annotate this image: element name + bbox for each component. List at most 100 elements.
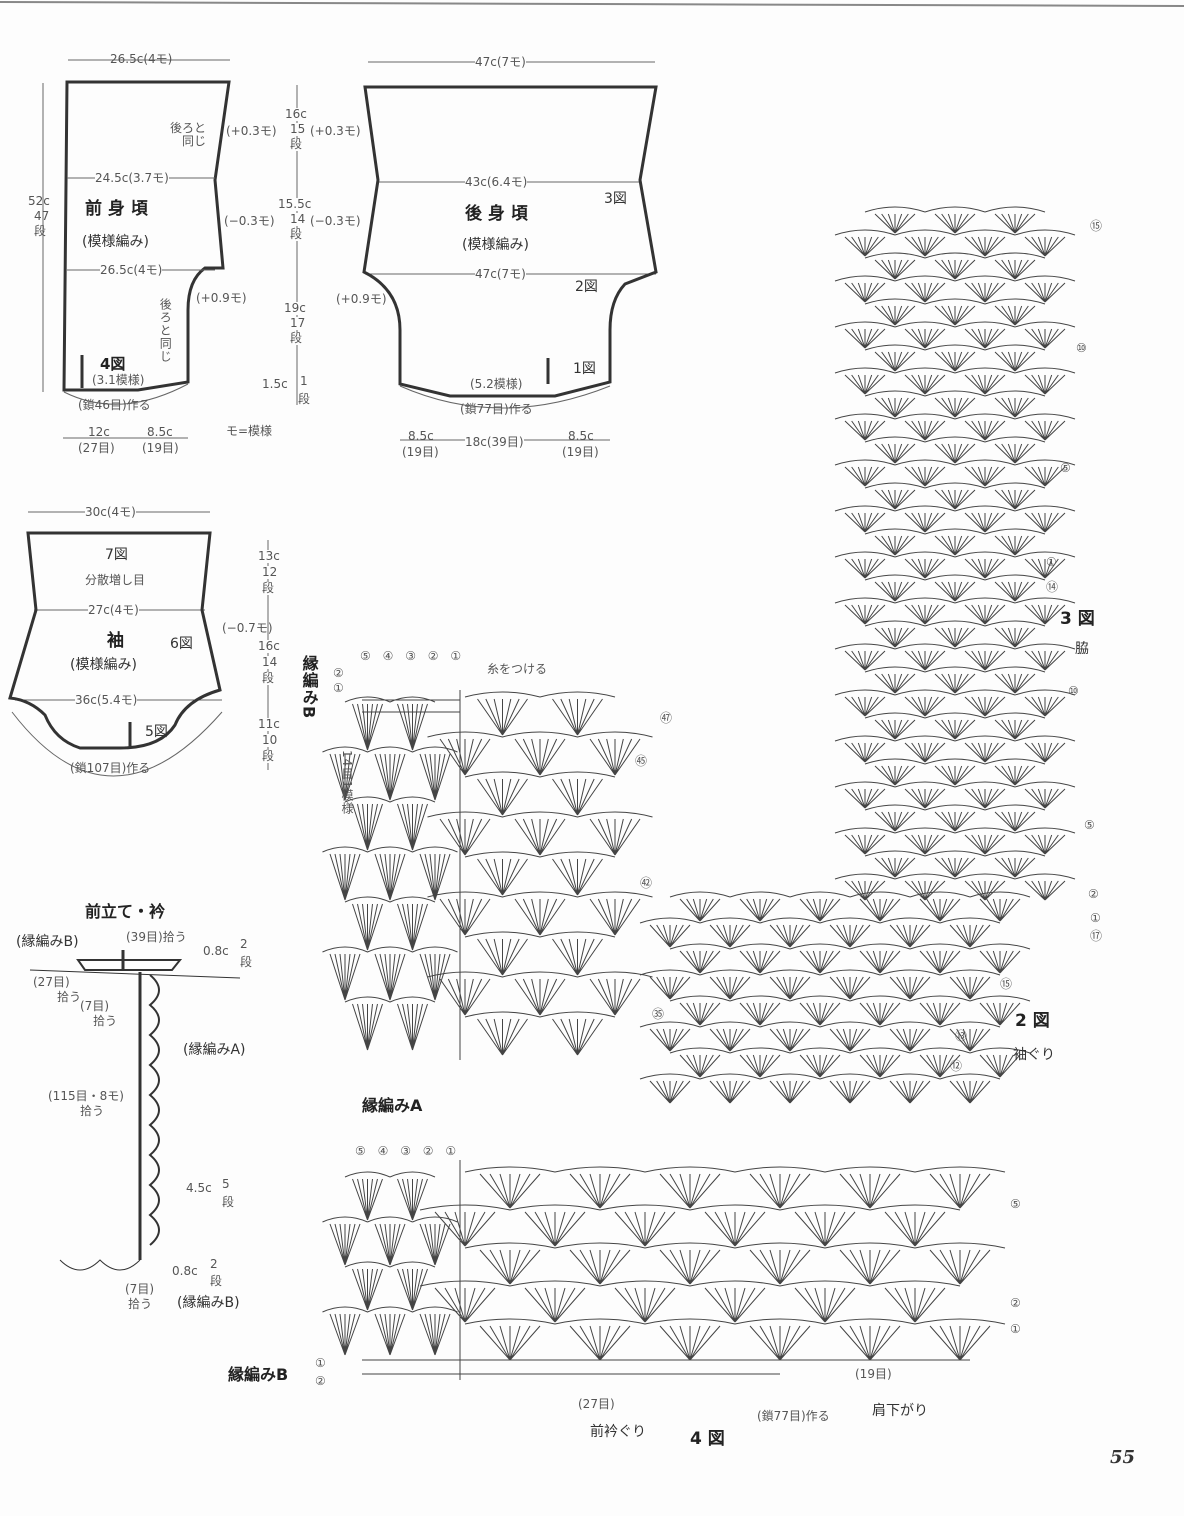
front-band-outline <box>29 959 241 1271</box>
side-unit-4: 段 <box>298 392 311 407</box>
band-pick115b: 拾う <box>80 1104 105 1118</box>
chart4-chain: (鎖77目)作る <box>757 1409 830 1423</box>
chart-4-stitches <box>419 1166 1006 1361</box>
back-subtitle: (模様編み) <box>462 237 529 253</box>
band-pick27: (27目) <box>33 975 70 989</box>
band-r5: 5 <box>222 1177 230 1191</box>
sleeve-s3r: 10 <box>262 733 278 748</box>
chartA-c42: ㊷ <box>640 876 653 890</box>
chart3-c14: ⑭ <box>1046 580 1059 594</box>
band-pick7b: 拾う <box>93 1014 118 1028</box>
stitch-fans <box>322 696 458 1051</box>
chartA-row-numbers: ⑤ ④ ③ ② ① <box>360 649 462 663</box>
sleeve-unit: 段 <box>262 581 275 596</box>
stitch-fans <box>419 1166 1006 1361</box>
sleeve-mid-width: 27c(4モ) <box>88 603 139 618</box>
sleeve-top-width: 30c(4モ) <box>85 505 136 520</box>
chart4-r2: ② <box>315 1374 326 1388</box>
back-mid-width: 43c(6.4モ) <box>465 175 528 190</box>
stitch-fans <box>322 1171 458 1356</box>
band-d08b: 0.8c <box>172 1264 198 1278</box>
sleeve-fig7: 7図 <box>105 547 128 563</box>
band-pick39: (39目)拾う <box>126 930 187 944</box>
chart3-c5b: ⑤ <box>1084 818 1095 832</box>
side-s2r: 14 <box>290 212 306 227</box>
chart4-c19: (19目) <box>855 1367 892 1381</box>
front-height-rows: 47 <box>34 209 50 223</box>
back-b3: 8.5c <box>568 429 594 443</box>
chart2-fig: 2 図 <box>1015 1011 1050 1031</box>
chart4-shoulder: 肩下がり <box>872 1403 928 1419</box>
band-r2: 2 <box>240 937 248 951</box>
chartA-edgeA-label: 縁編みA <box>362 1096 423 1115</box>
chartA-c35: ㉟ <box>652 1007 665 1021</box>
front-bottom-1-sts: (27目) <box>78 441 115 455</box>
back-plus09: (+0.9モ) <box>336 292 387 306</box>
band-unit-2: 段 <box>222 1195 235 1209</box>
stitch-fans <box>639 891 1031 1104</box>
chart-A-edge-stitches <box>322 696 458 1051</box>
front-plus09: (+0.9モ) <box>196 291 247 305</box>
front-height-unit: 段 <box>34 224 47 238</box>
back-b1s: (19目) <box>402 445 439 459</box>
sleeve-s1r: 12 <box>262 565 278 580</box>
stitch-fans <box>427 691 653 1056</box>
front-bottom-2: 8.5c <box>147 425 173 439</box>
band-pick115: (115目・8モ) <box>48 1089 124 1103</box>
side-s4r: 1 <box>300 374 308 389</box>
back-hem: (5.2模様) <box>470 377 523 392</box>
side-plus03: (+0.3モ) <box>310 124 361 138</box>
sleeve-unit-2: 段 <box>262 671 275 686</box>
chart4-c5: ⑤ <box>1010 1197 1021 1211</box>
sleeve-outline <box>8 531 222 750</box>
chart3-c1b: ① <box>1090 911 1101 925</box>
front-hem: (3.1模様) <box>92 373 145 387</box>
back-fig1: 1図 <box>573 361 596 377</box>
band-pick7c: (7目) <box>125 1282 154 1296</box>
chartA-c45: ㊺ <box>635 754 648 768</box>
back-b3s: (19目) <box>562 445 599 459</box>
band-unit: 段 <box>240 955 253 969</box>
sleeve-s2r: 14 <box>262 655 278 670</box>
band-pick27b: 拾う <box>57 990 82 1004</box>
chart4-neck: 前衿ぐり <box>590 1424 646 1440</box>
chart2-label: 袖ぐり <box>1013 1047 1055 1063</box>
back-low-width: 47c(7モ) <box>475 267 526 282</box>
band-d08: 0.8c <box>203 944 229 958</box>
back-title: 後 身 頃 <box>465 204 528 224</box>
back-body-outline <box>362 85 658 398</box>
chart3-c10: ⑩ <box>1076 341 1087 355</box>
chart3-c1: ① <box>1046 555 1057 569</box>
back-chain: (鎖77目)作る <box>460 402 533 416</box>
front-same-as-back: 後ろと同じ <box>169 121 206 149</box>
chart4-r1: ① <box>315 1356 326 1370</box>
legend: モ=模様 <box>226 424 273 438</box>
front-subtitle: (模様編み) <box>82 234 149 250</box>
front-low-width: 26.5c(4モ) <box>100 263 163 278</box>
sleeve-increase: 分散増し目 <box>85 573 146 587</box>
crochet-stitch-charts <box>322 206 1076 1380</box>
chart3-c10b: ⑩ <box>1068 684 1079 698</box>
side-s1r: 15 <box>290 122 306 137</box>
side-minus03: (−0.3モ) <box>310 214 361 228</box>
sleeve-minus07: (−0.7モ) <box>222 621 273 635</box>
chart3-label: 脇 <box>1075 641 1089 657</box>
front-title: 前 身 頃 <box>85 199 148 219</box>
band-edgeB: (縁編みB) <box>16 934 79 950</box>
chart3-c17: ⑰ <box>1090 929 1103 943</box>
chart3-c5: ⑤ <box>1060 461 1071 475</box>
band-pick7d: 拾う <box>128 1297 153 1311</box>
back-fig2: 2図 <box>575 279 598 295</box>
back-b1: 8.5c <box>408 429 434 443</box>
band-title: 前立て・衿 <box>85 902 166 921</box>
side-unit-3: 段 <box>290 331 303 346</box>
chart4-c1: ① <box>1010 1322 1021 1336</box>
band-edgeA: (縁編みA) <box>183 1042 246 1058</box>
sleeve-low-width: 36c(5.4モ) <box>75 693 138 708</box>
sleeve-title: 袖 <box>107 631 124 651</box>
side-s4: 1.5c <box>262 377 288 392</box>
side-unit-2: 段 <box>290 227 303 242</box>
front-plus03: (+0.3モ) <box>226 124 277 138</box>
chart4-row-numbers: ⑤ ④ ③ ② ① <box>355 1144 457 1158</box>
chartA-edgeB-label: 縁編みB <box>299 655 319 720</box>
